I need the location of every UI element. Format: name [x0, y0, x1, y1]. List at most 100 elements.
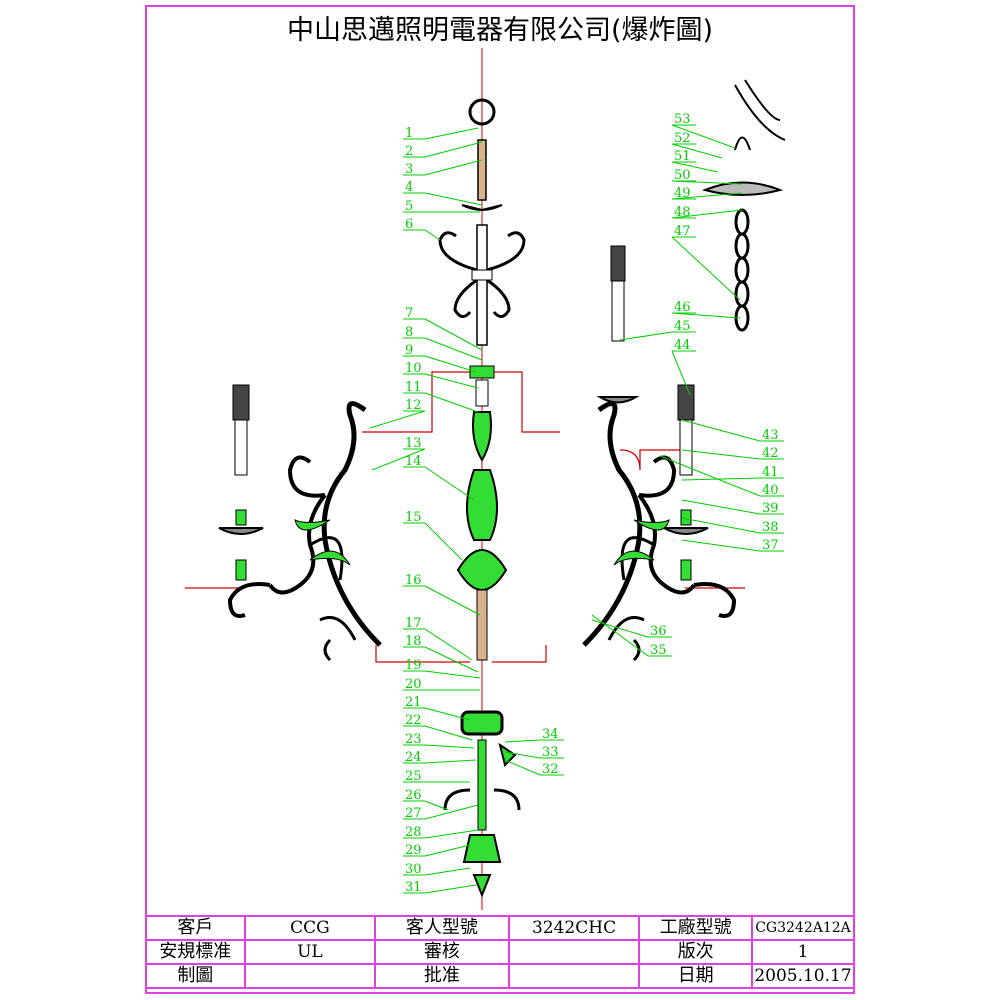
review-label: 審核 [374, 939, 510, 965]
leader-line [671, 143, 723, 159]
hub [469, 365, 495, 379]
leader-line [424, 804, 479, 820]
socket-part [680, 509, 692, 526]
leader-line [424, 318, 483, 351]
part-number-label: 35 [650, 643, 667, 658]
part-number-label: 33 [542, 745, 559, 760]
customer-label: 客戶 [145, 915, 246, 941]
arm-leaf [309, 550, 351, 566]
customer-model-value: 3242CHC [507, 915, 641, 941]
date-label: 日期 [638, 963, 753, 989]
safety-std-value: UL [243, 939, 377, 965]
part-number-label: 45 [674, 319, 691, 334]
candle-sleeve [677, 384, 695, 421]
part-number-label: 18 [405, 634, 422, 649]
part-number-label: 38 [762, 520, 779, 535]
leader-line [424, 585, 481, 616]
arm-leaf [294, 519, 331, 531]
part-number-label: 15 [405, 510, 422, 525]
version-label: 版次 [638, 939, 753, 965]
arm-spiral [309, 536, 344, 581]
leader-line [424, 759, 477, 764]
arm-lower-scroll [268, 493, 327, 595]
canopy [701, 181, 784, 196]
leader-line [671, 312, 741, 319]
part-number-label: 43 [762, 428, 779, 443]
part-number-label: 53 [674, 112, 691, 127]
factory-model-label: 工廠型號 [638, 915, 753, 941]
leader-line [371, 448, 426, 471]
leader-line [424, 800, 449, 811]
top-scroll [486, 231, 526, 272]
part-number-label: 32 [542, 762, 559, 777]
safety-std-label: 安規標准 [145, 939, 246, 965]
approve-label: 批准 [374, 963, 510, 989]
leader-line [424, 829, 479, 839]
leader-line [671, 180, 743, 185]
date-value: 2005.10.17 [750, 963, 856, 989]
leader-line [424, 867, 471, 876]
leader-line [504, 739, 541, 743]
wire-left-lower [375, 645, 470, 663]
arm-inner-scroll [638, 455, 677, 498]
finial [472, 874, 492, 898]
center-ball [456, 549, 508, 591]
bottom-stem [477, 739, 487, 831]
chain-link [734, 208, 750, 236]
canopy-hook [734, 136, 751, 151]
leader-line [591, 614, 649, 657]
leader-line [424, 646, 479, 673]
leader-line [619, 331, 673, 341]
part-number-label: 27 [405, 806, 422, 821]
top-scroll [453, 278, 478, 318]
socket-part [235, 509, 247, 526]
part-number-label: 31 [405, 880, 422, 895]
part-number-label: 50 [674, 168, 691, 183]
leader-line [424, 725, 473, 741]
part-number-label: 23 [405, 732, 422, 747]
wire-right-arm [492, 371, 560, 433]
upper-stem [476, 224, 488, 346]
candle-sleeve [610, 245, 626, 282]
customer-value: CCG [243, 915, 377, 941]
leader-line [424, 141, 483, 158]
leader-line [591, 619, 649, 638]
leader-line [671, 192, 743, 200]
arm-end-scroll [693, 582, 737, 618]
sheet-border [145, 5, 855, 994]
part-number-label: 1 [405, 126, 413, 141]
part-number-label: 41 [762, 465, 779, 480]
part-number-label: 11 [405, 380, 422, 395]
part-number-label: 25 [405, 769, 422, 784]
sheet-title: 中山思邁照明電器有限公司(爆炸圖) [286, 15, 714, 46]
customer-model-label: 客人型號 [374, 915, 510, 941]
version-value: 1 [750, 939, 856, 965]
top-scroll [438, 231, 478, 272]
part-number-label: 44 [674, 338, 691, 353]
part-number-label: 4 [405, 180, 413, 195]
leader-line [681, 477, 761, 481]
bobeche [663, 527, 709, 535]
leader-line [424, 229, 441, 241]
leader-line [671, 236, 741, 301]
part-number-label: 49 [674, 186, 691, 201]
part-number-label: 51 [674, 149, 691, 164]
part-number-label: 16 [405, 573, 422, 588]
part-number-label: 14 [405, 454, 422, 469]
leader-line [424, 884, 477, 894]
title-block-table: 客戶 CCG 客人型號 3242CHC 工廠型號 CG3242A12A 安規標准… [145, 915, 856, 989]
arm-spiral [620, 536, 655, 581]
arm-outer-scroll [321, 401, 382, 647]
leader-line [681, 449, 761, 460]
leader-line [424, 337, 483, 361]
mid-vase [466, 469, 498, 541]
arm-lower-scroll [637, 493, 696, 595]
leader-line [671, 350, 691, 396]
part-number-label: 47 [674, 224, 691, 239]
top-cup [461, 204, 503, 212]
arm-leaf [613, 550, 655, 566]
part-number-label: 12 [405, 398, 422, 413]
part-number-label: 17 [405, 616, 422, 631]
bottom-bowl [462, 834, 502, 863]
